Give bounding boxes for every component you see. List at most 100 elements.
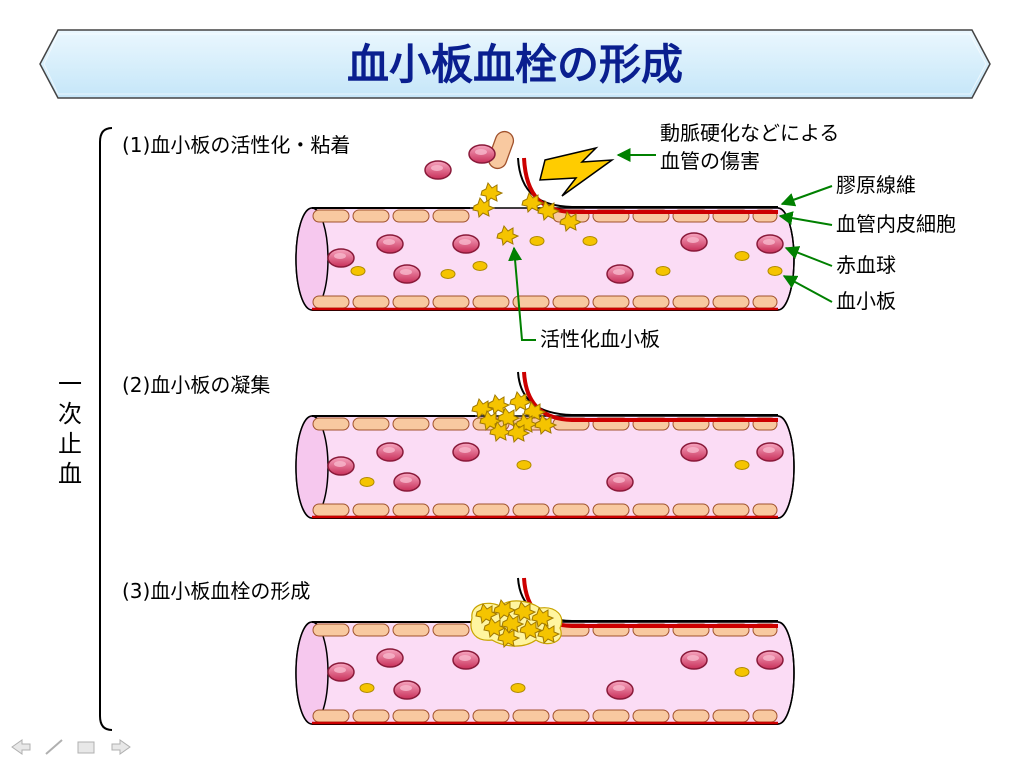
endothelial-cell (672, 709, 710, 723)
vessel-end (295, 415, 329, 519)
nav-bar (11, 739, 131, 755)
endothelial-cell (752, 503, 778, 517)
red-blood-cell (376, 442, 404, 462)
endothelial-cell (352, 503, 390, 517)
title-banner: 血小板血栓の形成 (39, 29, 991, 99)
injury-label: 血管の傷害 (660, 149, 760, 173)
endothelial-cell (432, 709, 470, 723)
vessel (295, 577, 795, 725)
red-blood-cell (393, 680, 421, 700)
vessel (295, 157, 795, 311)
endothelial-cell (512, 503, 550, 517)
lightning-icon (539, 146, 615, 197)
platelet (734, 251, 750, 261)
red-blood-cell (393, 472, 421, 492)
vertical-label-char: 一 (58, 370, 82, 398)
endothelial-cell (752, 709, 778, 723)
endothelial-cell (472, 709, 510, 723)
platelet (767, 266, 783, 276)
endothelial-cell (312, 623, 350, 637)
arrow (784, 246, 833, 267)
arrow (782, 275, 833, 303)
platelet (655, 266, 671, 276)
arrow-right-icon[interactable] (111, 739, 131, 755)
endothelial-cell (592, 295, 630, 309)
step3-thrombus (470, 599, 563, 648)
endothelial-cell (712, 709, 750, 723)
red-blood-cell (376, 234, 404, 254)
endothelial-cell (312, 295, 350, 309)
endothelial-cell (392, 417, 430, 431)
red-blood-cell (327, 248, 355, 268)
red-blood-cell (376, 648, 404, 668)
endothelial-cell (432, 503, 470, 517)
endothelial-cell (712, 503, 750, 517)
step-label: (1)血小板の活性化・粘着 (122, 133, 350, 157)
vertical-label-char: 止 (58, 430, 82, 458)
rbc-label: 赤血球 (836, 253, 896, 277)
arrow-left-icon[interactable] (11, 739, 31, 755)
activated-platelet (480, 182, 503, 203)
endothelial-cell (392, 503, 430, 517)
endothelial-cell (552, 709, 590, 723)
step-label: (2)血小板の凝集 (122, 373, 270, 397)
platelet (510, 683, 526, 693)
annotations: 動脈硬化などによる 血管の傷害 膠原線維 血管内皮細胞 赤血球 血小板 活性化血… (508, 121, 956, 351)
red-blood-cell (393, 264, 421, 284)
red-blood-cell (606, 472, 634, 492)
vertical-label-char: 次 (58, 400, 82, 428)
vessel-end (777, 415, 795, 519)
red-blood-cell (756, 650, 784, 670)
endothelial-cell (672, 295, 710, 309)
red-blood-cell (452, 650, 480, 670)
endothelial-cell (712, 295, 750, 309)
endothelial-cell (432, 209, 470, 223)
endothelial-cell (352, 709, 390, 723)
endothelial-cell (592, 709, 630, 723)
bracket (99, 127, 113, 731)
injury-label: 動脈硬化などによる (660, 121, 839, 145)
endothelial-cell (472, 503, 510, 517)
platelet (350, 266, 366, 276)
platelet (582, 236, 598, 246)
platelet (359, 683, 375, 693)
detached-endothelial-cell (487, 130, 515, 170)
collagen-label: 膠原線維 (836, 173, 916, 197)
red-blood-cell (327, 456, 355, 476)
red-blood-cell (452, 442, 480, 462)
red-blood-cell (327, 662, 355, 682)
endothelial-cell (552, 503, 590, 517)
red-blood-cell (424, 160, 452, 180)
vessel-end (777, 621, 795, 725)
step1-extras (424, 130, 615, 246)
arrow (778, 211, 833, 226)
endothelial-cell (312, 709, 350, 723)
red-blood-cell (756, 442, 784, 462)
endothelial-cell (312, 209, 350, 223)
vertical-label-char: 血 (58, 460, 82, 488)
endothelial-cell (392, 623, 430, 637)
arrow (508, 246, 536, 341)
endothelial-cell (352, 295, 390, 309)
platelet (734, 460, 750, 470)
vessel-end (295, 207, 329, 311)
pen-icon[interactable] (45, 739, 63, 755)
endothelial-cell (632, 709, 670, 723)
platelet (359, 477, 375, 487)
red-blood-cell (452, 234, 480, 254)
red-blood-cell (756, 234, 784, 254)
vessel-lumen (295, 207, 795, 311)
endothelial-cell (352, 623, 390, 637)
endothelial-cell (512, 709, 550, 723)
endothelial-cell (472, 295, 510, 309)
endothelial-cell (392, 209, 430, 223)
red-blood-cell (468, 144, 496, 164)
menu-icon[interactable] (77, 741, 95, 754)
collagen-layer (522, 371, 778, 422)
endothelial-cell (672, 503, 710, 517)
endothelial-cell (592, 503, 630, 517)
red-blood-cell (606, 680, 634, 700)
endothelial-cell (552, 295, 590, 309)
red-blood-cell (680, 442, 708, 462)
